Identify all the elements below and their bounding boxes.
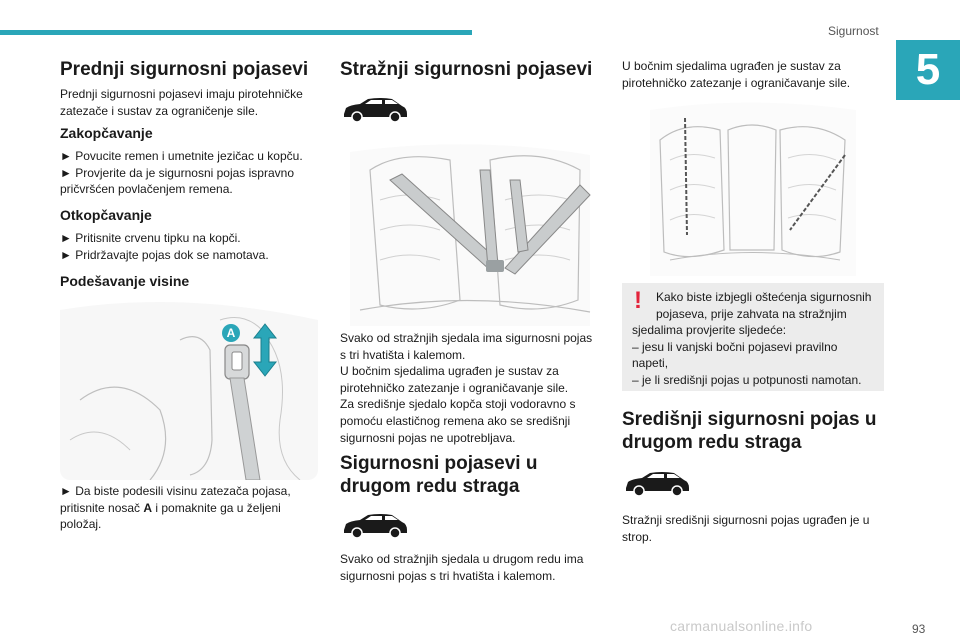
rear-belts-title: Stražnji sigurnosni pojasevi <box>340 58 602 81</box>
warning-exclamation-icon: ! <box>634 287 642 314</box>
second-row-heading: drugom redu straga <box>340 476 520 497</box>
text-line: sigurnosni pojas ne upotrebljava. <box>340 430 516 445</box>
text-line: Stražnji središnji sigurnosni pojas ugra… <box>622 513 870 527</box>
center-belt-body: Stražnji središnji sigurnosni pojas ugra… <box>622 512 884 545</box>
unfasten-section: Otkopčavanje ► Pritisnite crvenu tipku n… <box>60 206 322 263</box>
text-line: ► Provjerite da je sigurnosni pojas ispr… <box>60 165 294 180</box>
height-caption: ► Da biste podesili visinu zatezača poja… <box>60 483 322 533</box>
warning-text-rest: sjedalima provjerite sljedeće: – jesu li… <box>632 322 880 388</box>
text-line: U bočnim sjedalima ugrađen je sustav za <box>622 59 841 73</box>
col3-intro: U bočnim sjedalima ugrađen je sustav za … <box>622 58 884 91</box>
text-line: pojaseva, prije zahvata na stražnjim <box>656 306 847 321</box>
fasten-heading: Zakopčavanje <box>60 125 153 141</box>
chapter-tab: 5 <box>896 40 960 100</box>
center-belt-title: Središnji sigurnosni pojas u drugom redu… <box>622 408 890 454</box>
text-line: pričvršćen povlačenjem remena. <box>60 182 233 197</box>
unfasten-heading: Otkopčavanje <box>60 207 152 223</box>
warning-box: ! Kako biste izbjegli oštećenja sigurnos… <box>622 283 884 391</box>
rear-belts-body: Svako od stražnjih sjedala ima sigurnosn… <box>340 330 602 446</box>
text-line: – je li središnji pojas u potpunosti nam… <box>632 372 862 387</box>
front-belts-intro: Prednji sigurnosni pojasevi imaju pirote… <box>60 86 322 119</box>
text-line: ► Pridržavajte pojas dok se namotava. <box>60 247 269 262</box>
caption-bold-marker: A <box>143 500 153 515</box>
fasten-section: Zakopčavanje ► Povucite remen i umetnite… <box>60 124 322 198</box>
text-line: Svako od stražnjih sjedala u drugom redu… <box>340 552 584 566</box>
section-name: Sigurnost <box>828 24 879 38</box>
text-line: s tri hvatišta i kalemom. <box>340 347 466 362</box>
rear-belts-illustration <box>340 140 602 326</box>
center-belt-heading: Središnji sigurnosni pojas u <box>622 409 877 430</box>
car-suv-icon <box>344 98 407 123</box>
height-adjust-illustration: A <box>60 300 318 480</box>
text-line: sjedalima provjerite sljedeće: <box>632 323 787 337</box>
front-belts-heading: Prednji sigurnosni pojasevi <box>60 59 309 80</box>
front-belts-title: Prednji sigurnosni pojasevi <box>60 58 322 81</box>
height-section: Podešavanje visine <box>60 272 322 290</box>
warning-text-first: Kako biste izbjegli oštećenja sigurnosni… <box>656 289 880 322</box>
text-line: Kako biste izbjegli oštećenja sigurnosni… <box>656 290 872 304</box>
text-line: položaj. <box>60 517 102 532</box>
text-line: ► Pritisnite crvenu tipku na kopči. <box>60 231 241 245</box>
header-accent-bar <box>0 30 472 35</box>
text-line: Svako od stražnjih sjedala ima sigurnosn… <box>340 331 593 345</box>
figure-marker-a: A <box>222 324 240 342</box>
text-line: pritisnite nosač A i pomaknite ga u želj… <box>60 500 322 517</box>
center-belt-heading: drugom redu straga <box>622 432 802 453</box>
text-line: – jesu li vanjski bočni pojasevi praviln… <box>632 339 838 354</box>
text-line: Prednji sigurnosni pojasevi imaju pirote… <box>60 87 303 101</box>
car-suv-icon <box>626 472 689 497</box>
text-line: zatezače i sustav za ograničenje sile. <box>60 103 259 118</box>
text-line: napeti, <box>632 356 669 371</box>
text-line: strop. <box>622 529 653 544</box>
caption-text: pritisnite nosač <box>60 500 144 515</box>
text-line: sigurnosni pojas s tri hvatišta i kalemo… <box>340 568 556 583</box>
car-suv-icon <box>344 514 407 539</box>
second-row-title: Sigurnosni pojasevi u drugom redu straga <box>340 452 602 498</box>
text-line: ► Povucite remen i umetnite jezičac u ko… <box>60 149 303 163</box>
text-line: Za središnje sjedalo kopča stoji vodorav… <box>340 397 576 412</box>
adjust-arrow-icon <box>252 323 278 377</box>
rear-seats-illustration <box>640 100 866 276</box>
rear-belts-heading: Stražnji sigurnosni pojasevi <box>340 59 593 80</box>
text-line: pirotehničko zatezanje i ograničavanje s… <box>622 75 851 90</box>
watermark: carmanualsonline.info <box>670 618 813 634</box>
caption-text: i pomaknite ga u željeni <box>152 500 281 515</box>
text-line: U bočnim sjedalima ugrađen je sustav za <box>340 364 559 379</box>
text-line: pomoću elastičnog remena ako se središnj… <box>340 413 571 428</box>
height-heading: Podešavanje visine <box>60 273 190 289</box>
text-line: pirotehničko zatezanje i ograničavanje s… <box>340 380 569 395</box>
text-line: ► Da biste podesili visinu zatezača poja… <box>60 484 291 498</box>
second-row-heading: Sigurnosni pojasevi u <box>340 453 538 474</box>
page-number: 93 <box>912 622 926 636</box>
second-row-body: Svako od stražnjih sjedala u drugom redu… <box>340 551 602 584</box>
